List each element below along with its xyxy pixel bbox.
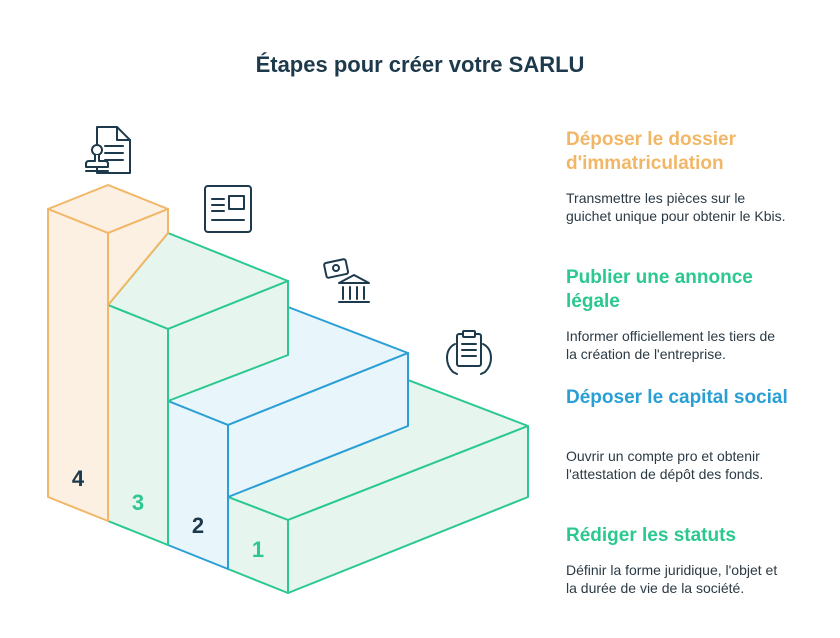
step-4-title: Déposer le dossier d'immatriculation — [566, 129, 737, 174]
step-3-description: Informer officiellement les tiers de la … — [566, 328, 776, 362]
stamped-document-icon — [85, 126, 131, 174]
newspaper-icon — [204, 185, 252, 233]
bank-money-icon — [323, 258, 370, 303]
clipboard-hands-icon — [446, 330, 492, 375]
step-2-title: Déposer le capital social — [566, 387, 788, 408]
step-4-number: 4 — [72, 466, 85, 491]
step-2-number: 2 — [192, 513, 204, 538]
step-4-description: Transmettre les pièces sur le guichet un… — [566, 190, 786, 224]
step-1-block — [227, 379, 529, 594]
step-1-description: Définir la forme juridique, l'objet et l… — [566, 562, 778, 596]
step-2-block — [167, 306, 409, 570]
step-3-number: 3 — [132, 490, 144, 515]
step-3-title: Publier une annonce légale — [566, 267, 753, 312]
step-2-description: Ouvrir un compte pro et obtenir l'attest… — [566, 448, 764, 482]
step-1-title: Rédiger les statuts — [566, 525, 736, 546]
step-4-block — [47, 184, 169, 522]
step-1-number: 1 — [252, 537, 264, 562]
page-title: Étapes pour créer votre SARLU — [255, 52, 585, 77]
